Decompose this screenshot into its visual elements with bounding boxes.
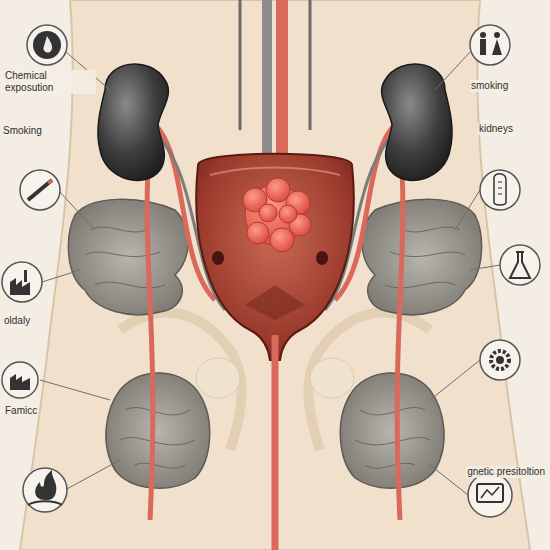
risk-label: Chemical exposution (4, 70, 96, 94)
risk-label: oldaly (3, 315, 31, 327)
risk-label: kidneys (478, 123, 514, 135)
risk-label: Smoking (2, 125, 43, 137)
risk-label: Famicc (4, 405, 38, 417)
risk-label: smoking (470, 80, 509, 92)
risk-label: gnetic presitoltion (466, 466, 546, 478)
